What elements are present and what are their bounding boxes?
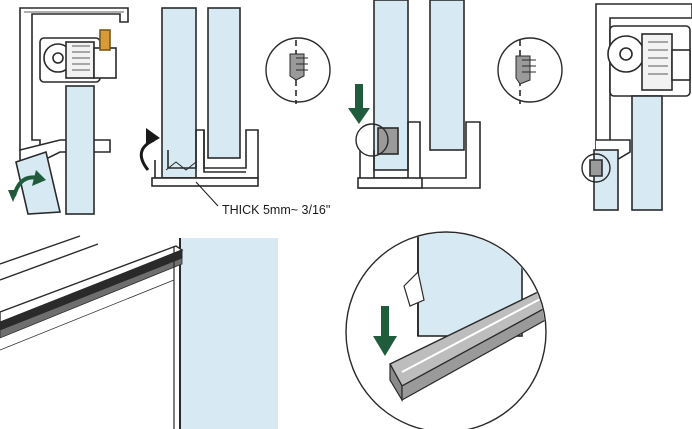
panel-glass-channel-press (355, 0, 481, 189)
detail-circle-left (265, 37, 331, 104)
down-arrow-icon (348, 84, 370, 124)
thickness-label: THICK 5mm~ 3/16" (222, 203, 330, 217)
seal-down-arrow-icon (373, 306, 397, 356)
callout-leader (195, 181, 219, 207)
panel-glass-channel-rotate (151, 7, 259, 187)
detail-circle-right (497, 37, 563, 104)
panel-roller-profile-left (15, 7, 129, 215)
panel-track-perspective (0, 235, 278, 429)
rotate-arrow-icon (139, 128, 160, 171)
curved-arrow-icon (8, 170, 46, 202)
panel-roller-profile-right (581, 3, 692, 211)
detail-circle-seal (345, 231, 547, 429)
